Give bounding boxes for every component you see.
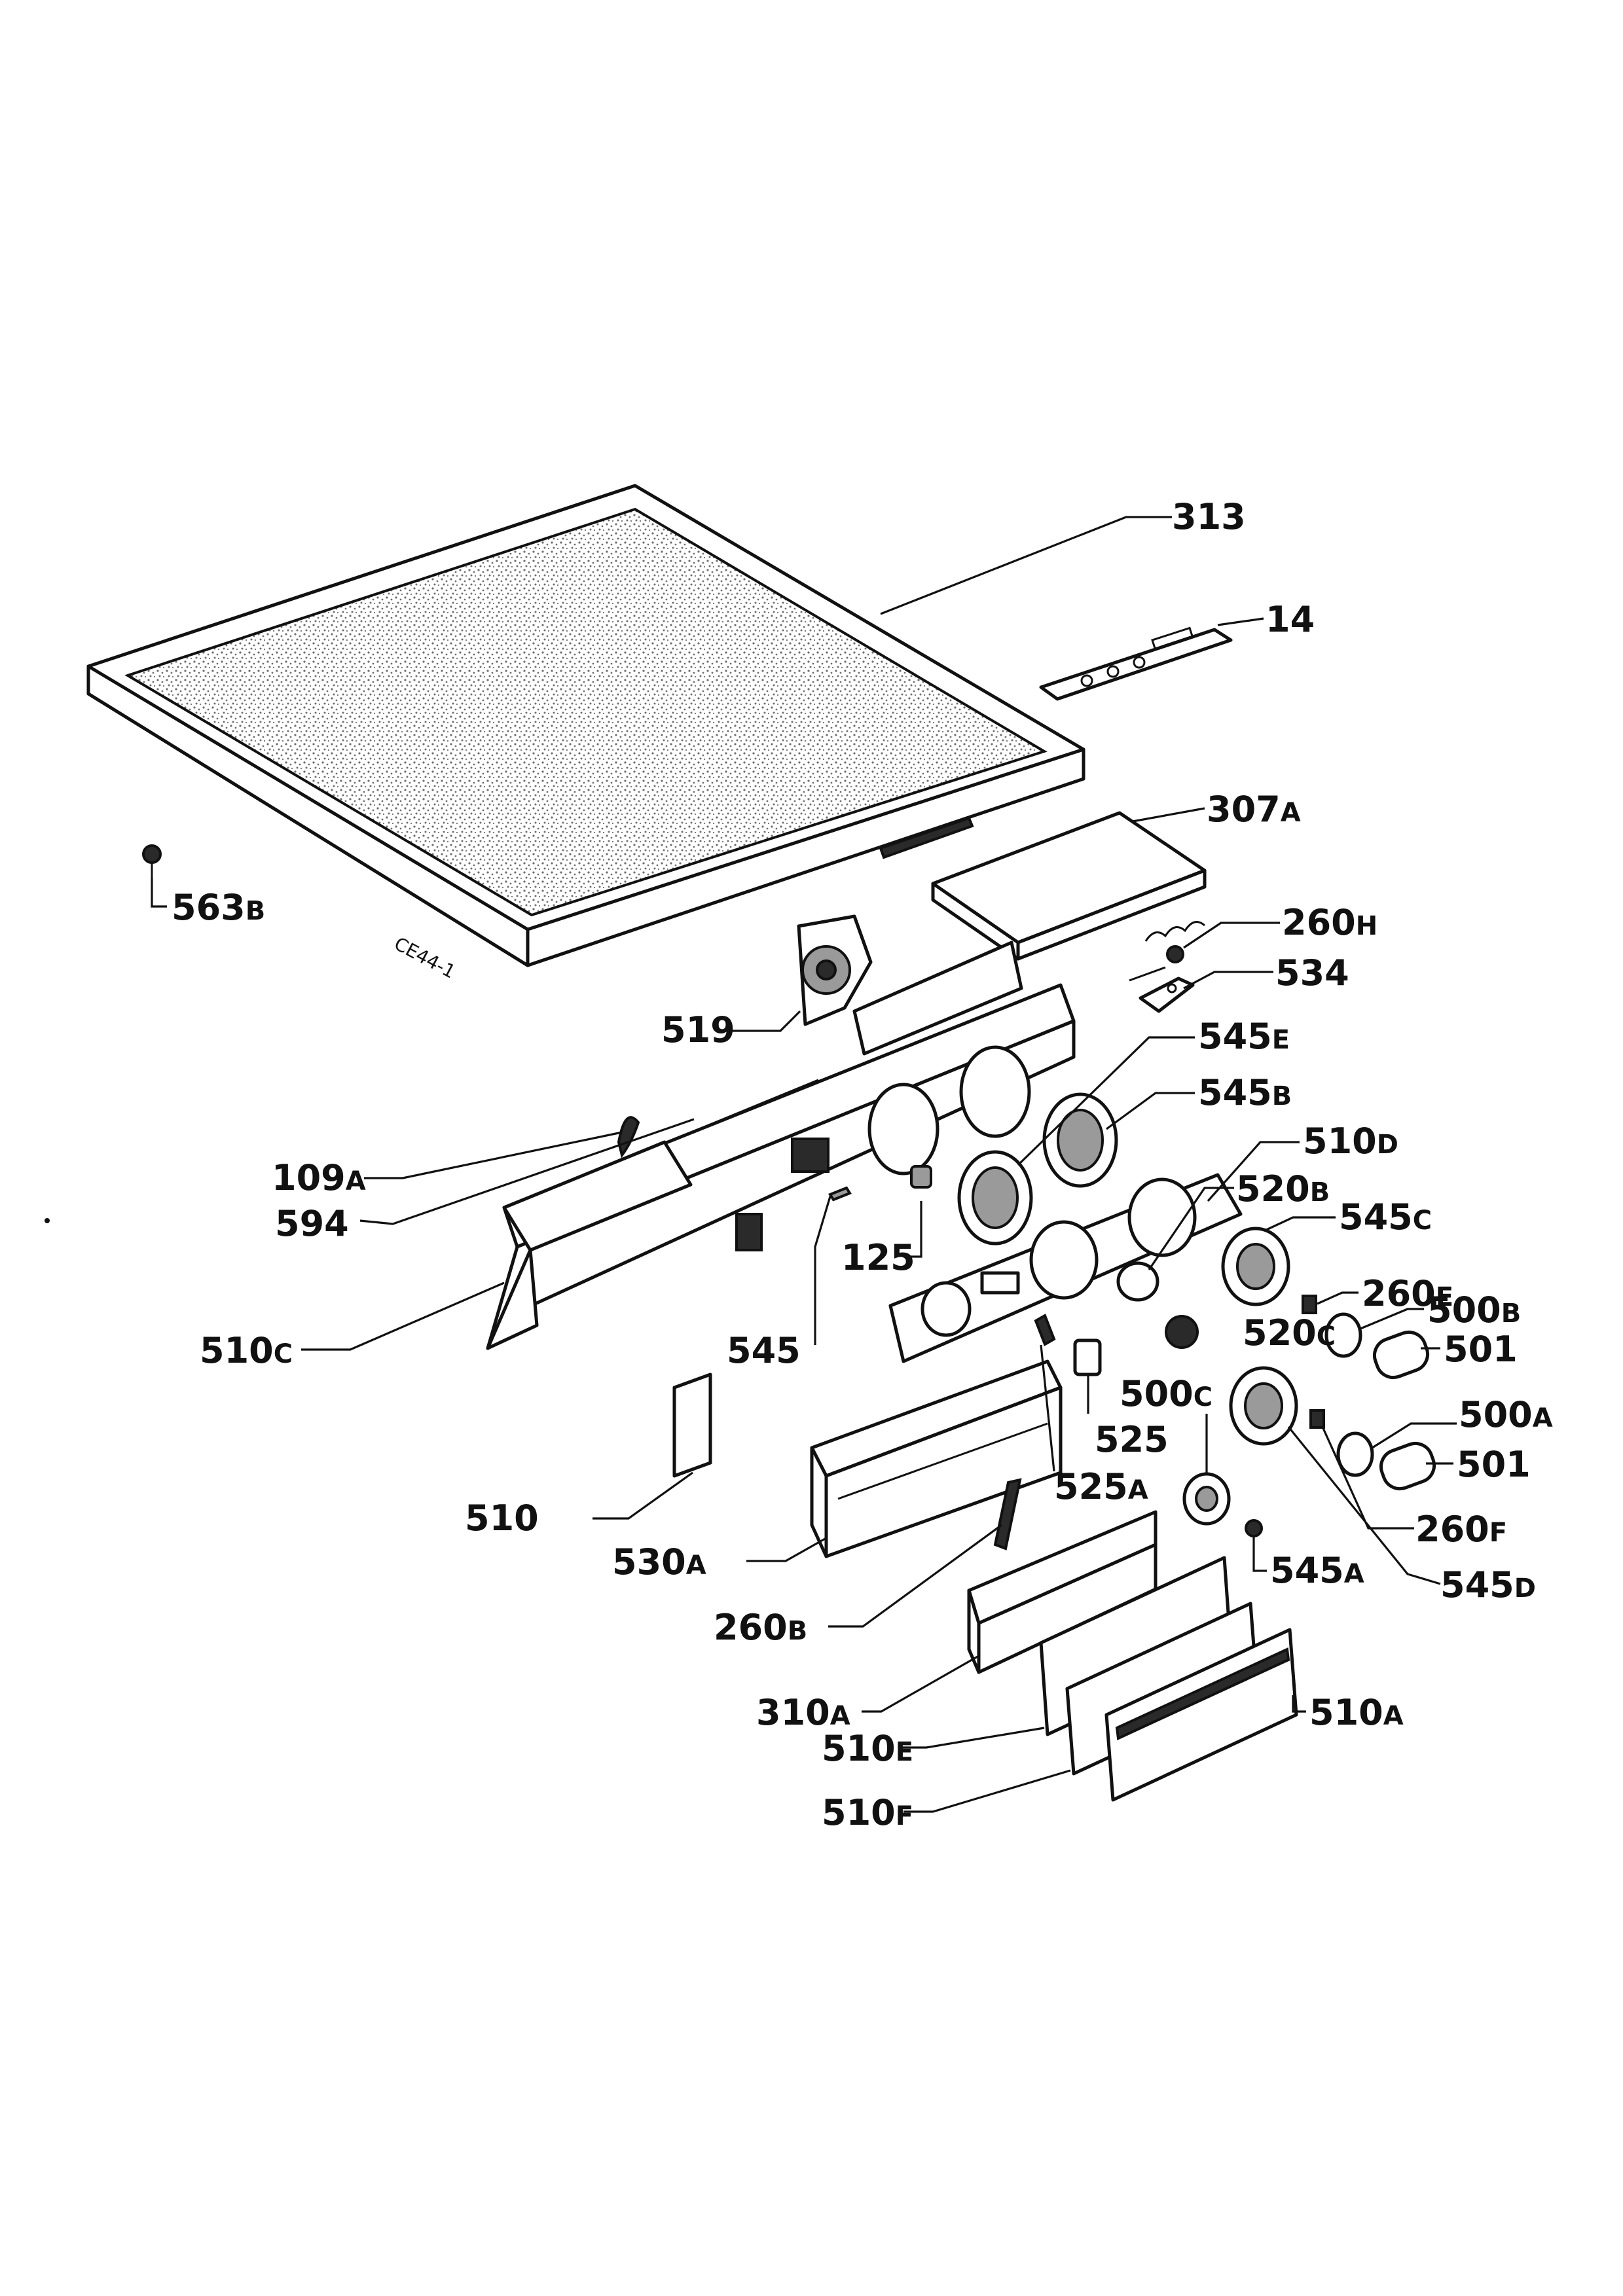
callout-520B: 520B — [1236, 1168, 1330, 1210]
part-519-fan — [797, 914, 873, 1026]
callout-109A: 109A — [272, 1157, 366, 1198]
part-307A-cover — [879, 811, 1207, 961]
part-545-wire — [828, 1186, 852, 1202]
part-260E-spring — [1302, 1295, 1317, 1314]
part-545B-ring — [1042, 1092, 1118, 1188]
callout-500C: 500C — [1120, 1373, 1213, 1414]
part-510-trim — [672, 1372, 712, 1478]
callout-14: 14 — [1266, 599, 1315, 640]
callout-563B: 563B — [172, 887, 265, 928]
part-260F-spring — [1309, 1409, 1325, 1429]
callout-500B: 500B — [1427, 1289, 1521, 1331]
callout-545B: 545B — [1198, 1072, 1292, 1113]
part-525-switch — [1073, 1338, 1102, 1376]
callout-545D: 545D — [1440, 1564, 1536, 1605]
part-500C-knob — [1182, 1472, 1231, 1526]
callout-545E: 545E — [1198, 1016, 1290, 1057]
part-520B-knob — [1116, 1261, 1159, 1302]
callout-510F: 510F — [822, 1792, 913, 1833]
callout-260F: 260F — [1415, 1509, 1507, 1550]
callout-510D: 510D — [1303, 1121, 1398, 1162]
callout-501-upper: 501 — [1444, 1329, 1518, 1370]
handwritten-code: CE44-1 — [391, 933, 459, 982]
part-510A-panel — [1104, 1628, 1298, 1802]
part-545A-part — [1245, 1519, 1263, 1537]
part-510D-fascia-plate — [888, 1173, 1243, 1363]
part-545E-ring — [957, 1150, 1033, 1246]
callout-525A: 525A — [1054, 1466, 1148, 1507]
callout-510: 510 — [465, 1498, 539, 1539]
callout-313: 313 — [1172, 496, 1246, 537]
part-14-label-plate — [1039, 626, 1233, 701]
callout-500A: 500A — [1459, 1394, 1553, 1435]
callout-260H: 260H — [1282, 902, 1377, 943]
callout-260E: 260E — [1362, 1273, 1453, 1314]
part-313-worktop-lid — [86, 484, 1085, 967]
callout-545C: 545C — [1339, 1196, 1432, 1238]
callout-260B: 260B — [714, 1607, 807, 1648]
callout-307A: 307A — [1207, 789, 1301, 830]
part-534-bracket — [1139, 977, 1195, 1013]
callout-519: 519 — [661, 1009, 735, 1050]
callout-530A: 530A — [612, 1541, 706, 1583]
part-260B-spring — [993, 1478, 1022, 1551]
stray-dot — [45, 1218, 50, 1223]
callout-594: 594 — [275, 1203, 349, 1244]
part-500B-collar — [1324, 1312, 1362, 1358]
part-260H-spring — [1129, 921, 1205, 982]
callout-510A: 510A — [1309, 1692, 1404, 1733]
callout-510C: 510C — [200, 1330, 293, 1371]
part-500A-collar — [1336, 1431, 1374, 1477]
part-530A-bracket — [810, 1359, 1063, 1558]
part-563B-screw — [142, 844, 162, 878]
callout-125: 125 — [841, 1237, 915, 1278]
part-520C-gear — [1165, 1315, 1199, 1349]
part-310A-door-panel — [967, 1510, 1158, 1674]
callout-545: 545 — [727, 1330, 801, 1371]
part-525A-spring — [1034, 1314, 1056, 1346]
callout-510E: 510E — [822, 1728, 913, 1769]
part-501-lower-knob — [1379, 1441, 1436, 1491]
part-109A-clip — [617, 1116, 640, 1158]
part-125-lamp — [910, 1165, 932, 1189]
part-545C-ring — [1221, 1227, 1290, 1306]
callout-545A: 545A — [1270, 1550, 1364, 1591]
leader-lines — [151, 516, 1457, 1813]
part-510C-control-panel — [486, 941, 1076, 1350]
part-545D-ring — [1229, 1366, 1298, 1446]
part-501-upper-knob — [1372, 1330, 1430, 1380]
callout-520C: 520C — [1243, 1312, 1336, 1354]
callout-501-lower: 501 — [1457, 1444, 1531, 1485]
callout-labels: 313 14 307A 563B 260H 534 519 545E 545B … — [172, 496, 1553, 1833]
callout-525: 525 — [1095, 1419, 1169, 1460]
callout-310A: 310A — [756, 1692, 850, 1733]
callout-534: 534 — [1275, 952, 1349, 994]
